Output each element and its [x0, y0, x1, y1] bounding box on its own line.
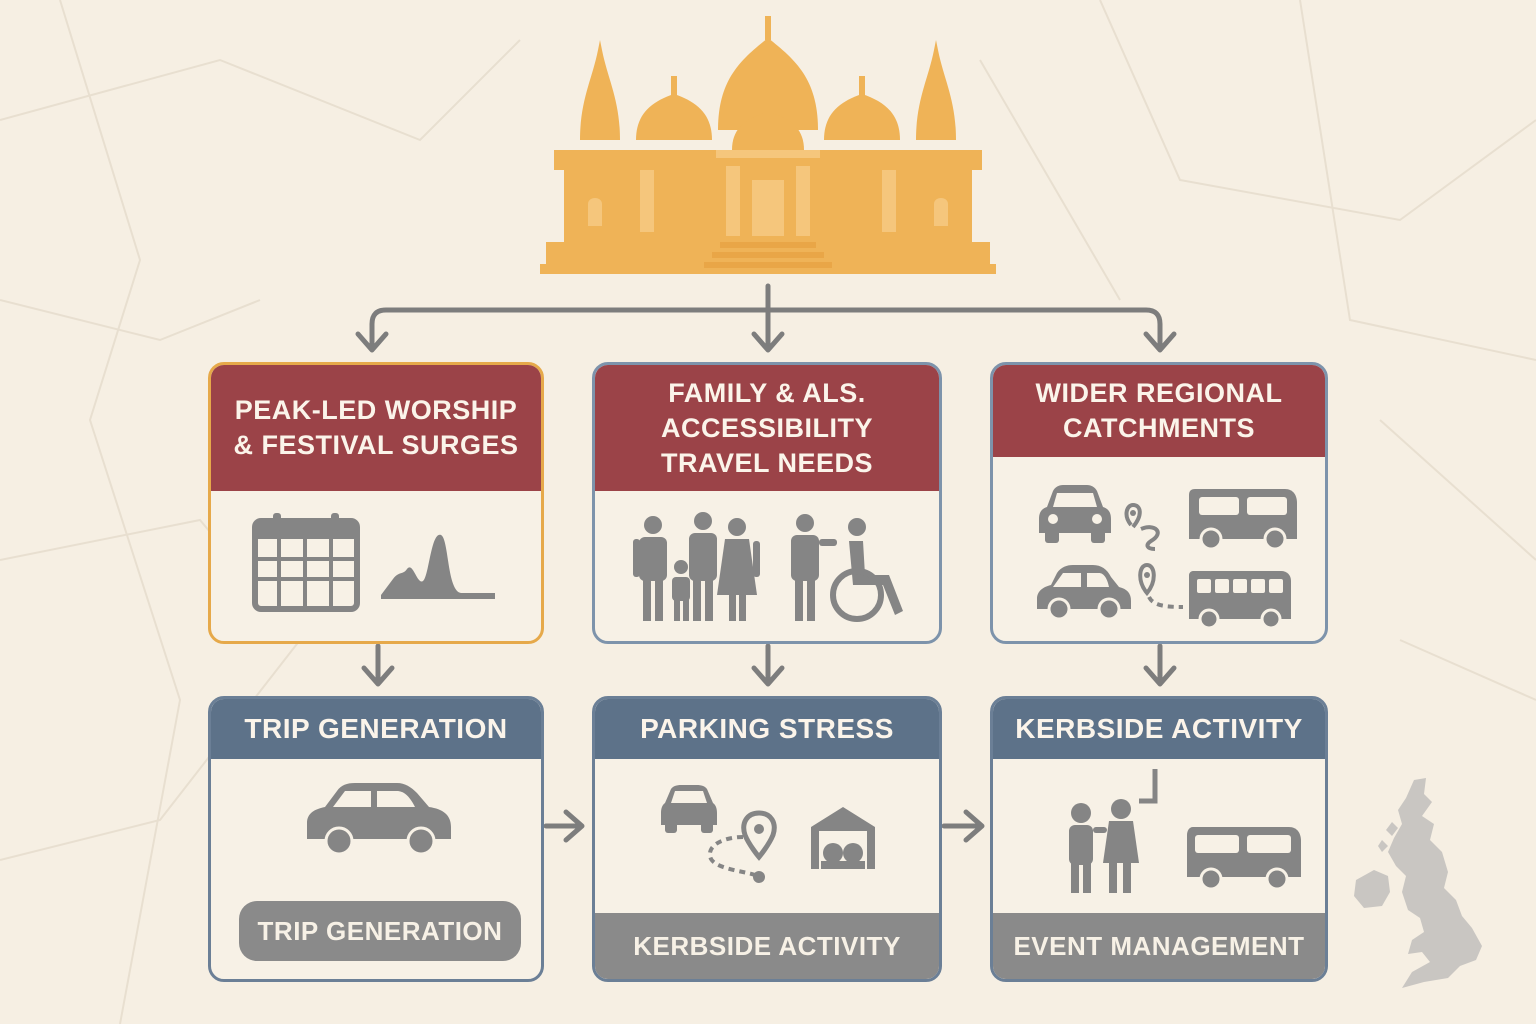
card-title: WIDER REGIONAL CATCHMENTS [993, 365, 1325, 457]
card-title: TRIP GENERATION [211, 699, 541, 759]
calendar-icon [252, 513, 360, 612]
card-title: PEAK-LED WORSHIP & FESTIVAL SURGES [211, 365, 541, 491]
bus-icon [1189, 571, 1291, 630]
card-family-accessibility: FAMILY & ALS. ACCESSIBILITY TRAVEL NEEDS [592, 362, 942, 644]
parking-garage-icon [811, 807, 875, 869]
trip-generation-pill: TRIP GENERATION [239, 901, 521, 961]
peak-chart-icon [381, 534, 495, 599]
location-pin-icon [707, 810, 777, 883]
card-trip-generation: TRIP GENERATION TRIP GENERATION [208, 696, 544, 982]
card-peak-worship: PEAK-LED WORSHIP & FESTIVAL SURGES [208, 362, 544, 644]
card-kerbside-activity: KERBSIDE ACTIVITY EVENT MANAGEMENT [990, 696, 1328, 982]
kerbside-activity-footer: KERBSIDE ACTIVITY [595, 913, 939, 979]
car-icon [1037, 565, 1131, 621]
location-pin-icon [1124, 502, 1160, 551]
car-icon [661, 785, 717, 833]
family-icon [633, 512, 760, 621]
car-icon [1039, 485, 1111, 543]
location-pin-icon [1138, 562, 1184, 609]
card-regional-catchments: WIDER REGIONAL CATCHMENTS [990, 362, 1328, 644]
wheelchair-icon [791, 514, 903, 622]
card-title: PARKING STRESS [595, 699, 939, 759]
car-icon [307, 783, 451, 856]
bus-icon [1189, 489, 1297, 551]
card-parking-stress: PARKING STRESS KERBSIDE ACTIVITY [592, 696, 942, 982]
bus-icon [1187, 827, 1301, 891]
event-management-footer: EVENT MANAGEMENT [993, 913, 1325, 979]
uk-map-icon [1354, 778, 1482, 988]
card-title: KERBSIDE ACTIVITY [993, 699, 1325, 759]
pedestrians-icon [1069, 769, 1158, 893]
temple-icon [540, 16, 996, 274]
card-title: FAMILY & ALS. ACCESSIBILITY TRAVEL NEEDS [595, 365, 939, 491]
